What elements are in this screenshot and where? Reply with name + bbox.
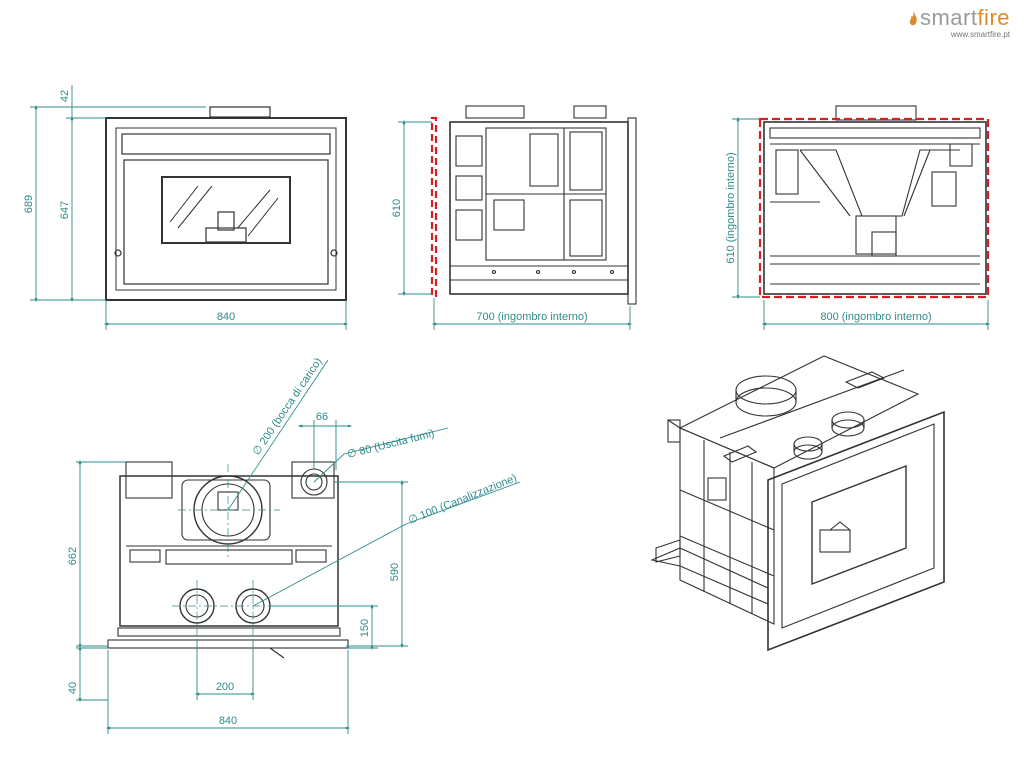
- flue-outlet-label: ∅ 80 (Uscita fumi): [346, 428, 436, 461]
- side-dimensions: [398, 119, 633, 330]
- dim-590-label: 590: [389, 563, 401, 581]
- rear-top-rail: [769, 127, 981, 139]
- dim-150-label: 150: [359, 619, 371, 637]
- side-component: [455, 209, 483, 241]
- rear-dim-height-label: 610 (ingombro interno): [725, 152, 737, 263]
- front-top-band: [121, 133, 331, 155]
- top-front-rail: [117, 627, 341, 637]
- glass-reflection: [177, 185, 213, 229]
- side-window: [569, 199, 603, 257]
- side-face-plate: [627, 117, 637, 305]
- dim-662-label: 662: [67, 547, 79, 565]
- side-view: [449, 105, 637, 305]
- side-component: [455, 135, 483, 167]
- loading-mouth-label: ∅ 200 (bocca di carico): [251, 356, 325, 458]
- front-glass: [161, 176, 291, 244]
- dim-width-label: 840: [217, 311, 235, 323]
- side-top-flue: [573, 105, 607, 119]
- rear-view: [763, 105, 987, 295]
- hinge-icon: [114, 249, 122, 257]
- iso-channel-collar: [793, 444, 823, 460]
- front-handle-grip: [217, 211, 235, 231]
- channel-outlet-label: ∅ 100 (Canalizzazione): [407, 472, 519, 527]
- side-box: [493, 199, 525, 231]
- iso-loading-collar: [735, 387, 797, 417]
- top-grille: [129, 549, 161, 563]
- side-highlight-edge: [430, 116, 438, 298]
- dim-200-label: 200: [216, 681, 234, 693]
- rear-burner: [855, 215, 897, 255]
- top-centerlines: [172, 464, 280, 640]
- top-grille: [165, 549, 293, 565]
- iso-loading-collar-top: [735, 375, 797, 405]
- hinge-icon: [330, 249, 338, 257]
- rear-right-box: [949, 143, 973, 167]
- top-flue-block: [291, 461, 335, 499]
- side-dim-height-label: 610: [391, 199, 403, 217]
- side-top-flue: [465, 105, 525, 119]
- dim-top-label: 42: [59, 90, 71, 102]
- front-inner-frame: [115, 127, 337, 291]
- brand-logo: smartfire www.smartfire.pt: [908, 6, 1010, 40]
- side-window: [569, 131, 603, 191]
- side-dim-width-label: 700 (ingombro interno): [476, 311, 587, 323]
- brand-name-plain: smart: [919, 5, 978, 30]
- brand-name-accent: fire: [977, 5, 1010, 30]
- rear-left-box: [775, 149, 799, 195]
- glass-reflection: [169, 185, 199, 223]
- dim-840-bottom-label: 840: [219, 715, 237, 727]
- front-view: [105, 106, 347, 301]
- glass-reflection: [235, 189, 271, 231]
- rear-highlight-box: [758, 117, 990, 299]
- dim-total-height-label: 689: [23, 195, 35, 213]
- flue-outlet-inner: [305, 473, 323, 491]
- top-dimensions: [76, 359, 521, 734]
- rear-right-box: [931, 171, 957, 207]
- front-frame: [105, 117, 347, 301]
- side-box: [529, 133, 559, 187]
- brand-url: www.smartfire.pt: [950, 30, 1010, 39]
- rear-body: [763, 121, 987, 295]
- iso-door-glass: [811, 464, 907, 586]
- top-grille: [295, 549, 327, 563]
- dim-66-label: 66: [316, 411, 328, 423]
- iso-left-face: [679, 427, 775, 625]
- flame-icon: [909, 11, 917, 26]
- rear-dimensions: [732, 116, 991, 330]
- iso-side-box: [707, 477, 727, 501]
- isometric-view: [650, 355, 945, 652]
- brand-wordmark: smartfire: [908, 6, 1010, 30]
- front-top-flange: [209, 106, 271, 118]
- front-dimensions: [30, 85, 349, 330]
- top-left-block: [125, 461, 173, 499]
- iso-top-face: [678, 355, 920, 469]
- rear-motor: [871, 231, 897, 257]
- front-handle: [205, 227, 247, 243]
- iso-burner: [819, 529, 851, 553]
- side-body: [449, 121, 629, 295]
- iso-front-inner: [781, 423, 935, 629]
- dim-body-height-label: 647: [59, 201, 71, 219]
- dim-40-label: 40: [67, 682, 79, 694]
- front-door: [123, 159, 329, 285]
- glass-reflection: [247, 197, 279, 237]
- rear-dim-width-label: 800 (ingombro interno): [820, 311, 931, 323]
- top-front-plate: [107, 639, 349, 649]
- side-component: [455, 175, 483, 201]
